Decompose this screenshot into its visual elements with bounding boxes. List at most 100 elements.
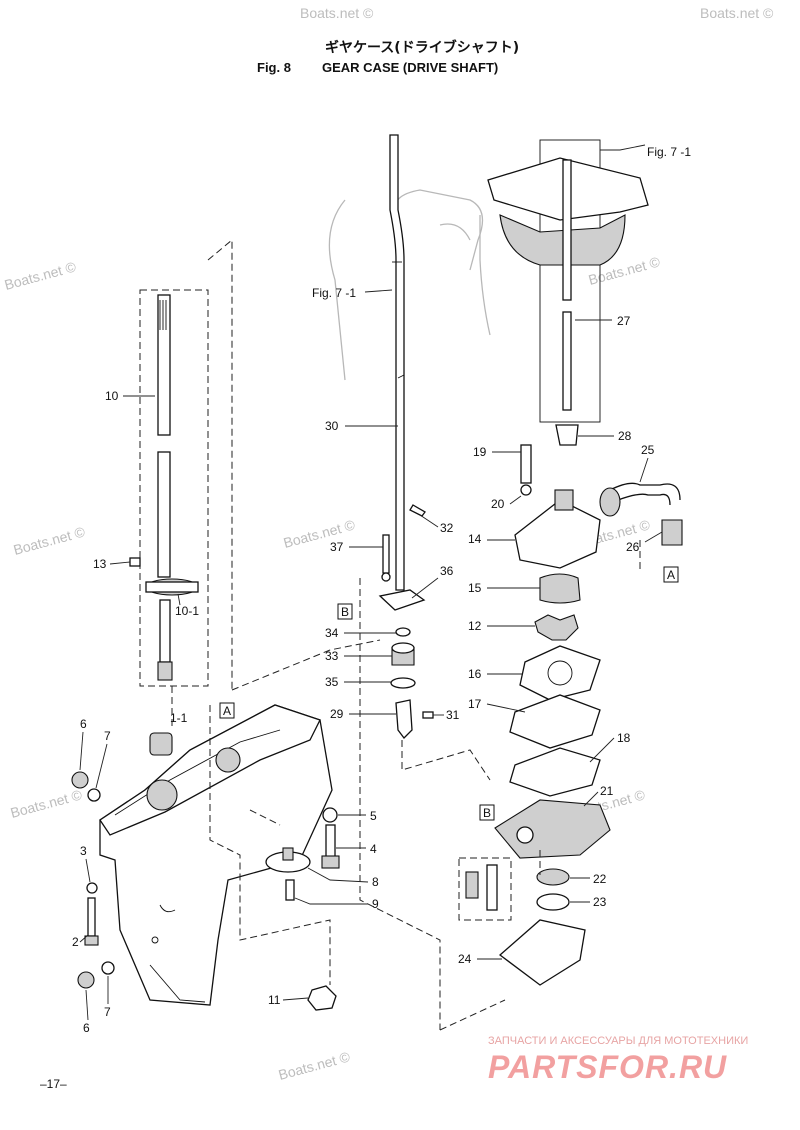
pin-31 xyxy=(422,711,434,719)
plate-36 xyxy=(378,589,426,611)
callout-b-right xyxy=(479,804,495,821)
pin-32 xyxy=(409,504,426,517)
part-label-34: 34 xyxy=(325,626,339,640)
assembly-dash-lines xyxy=(171,540,641,1031)
pump-outlet xyxy=(554,489,574,511)
shaft-spline xyxy=(157,661,173,681)
spline-part xyxy=(465,871,479,899)
part-label-4: 4 xyxy=(370,842,377,856)
page-number: –17– xyxy=(40,1077,67,1091)
part-label-11: 11 xyxy=(268,993,281,1007)
callout-b-left-text: B xyxy=(341,605,349,619)
seal-bushing xyxy=(149,732,173,756)
shift-rod-assembly xyxy=(359,134,491,1030)
gasket-16 xyxy=(519,645,601,701)
oring-34 xyxy=(395,627,411,637)
part-label-16: 16 xyxy=(468,667,482,681)
screw-37 xyxy=(382,534,390,574)
reference-fig-7-1-mid: Fig. 7 -1 xyxy=(312,286,356,300)
callout-a-right xyxy=(663,566,679,583)
washer-7a xyxy=(87,788,101,802)
gasket-18 xyxy=(509,747,601,797)
gasket-24 xyxy=(498,919,586,986)
part-label-36: 36 xyxy=(440,564,454,578)
shift-cam-29 xyxy=(395,699,413,739)
tube-lower xyxy=(562,311,572,411)
water-tube-assembly xyxy=(487,139,649,423)
center-fasteners xyxy=(265,807,340,901)
oring-35 xyxy=(390,677,416,689)
oring-23 xyxy=(536,893,570,911)
housing-bore-1 xyxy=(146,779,178,811)
callout-b-left xyxy=(337,603,353,620)
part-label-31: 31 xyxy=(446,708,460,722)
bearing-band xyxy=(145,581,199,593)
tube-upper xyxy=(562,159,572,301)
title-japanese: ギヤケース(ドライブシャフト) xyxy=(325,39,519,56)
brand-logo: PARTSFOR.RU xyxy=(488,1049,727,1085)
water-pump-assembly xyxy=(458,424,683,986)
watermark: Boats.net © xyxy=(700,5,774,21)
plate-8-boss xyxy=(282,847,294,861)
part-label-9: 9 xyxy=(372,897,379,911)
part-label-6b: 6 xyxy=(83,1021,90,1035)
bolt-4-head xyxy=(321,855,340,869)
title-english: GEAR CASE (DRIVE SHAFT) xyxy=(322,60,498,75)
grommet-28 xyxy=(555,424,579,446)
seal-22 xyxy=(536,868,570,886)
shaft-upper xyxy=(157,294,171,436)
watermark: Boats.net © xyxy=(282,516,358,551)
part-label-17: 17 xyxy=(468,697,482,711)
part-label-25: 25 xyxy=(641,443,655,457)
watermark: Boats.net © xyxy=(3,258,79,293)
housing-bore-2 xyxy=(215,747,241,773)
part-label-35: 35 xyxy=(325,675,339,689)
callout-a-left xyxy=(219,702,235,719)
nut-6a xyxy=(71,771,89,789)
part-label-32: 32 xyxy=(440,521,454,535)
part-label-12: 12 xyxy=(468,619,482,633)
part-label-23: 23 xyxy=(593,895,607,909)
bolt-19 xyxy=(520,444,532,484)
part-label-18: 18 xyxy=(617,731,631,745)
hose-clamp xyxy=(599,487,621,517)
bolt-2 xyxy=(87,897,96,937)
shift-rod-30 xyxy=(389,134,405,591)
part-label-10-1: 10-1 xyxy=(175,604,199,618)
part-label-13: 13 xyxy=(93,557,107,571)
key-pin xyxy=(129,557,141,567)
shaft-middle xyxy=(157,451,171,578)
gear-case-housing xyxy=(99,704,333,1006)
plate-17 xyxy=(509,694,601,749)
part-label-33: 33 xyxy=(325,649,339,663)
callout-b-right-text: B xyxy=(483,806,491,820)
callout-a-left-text: A xyxy=(223,704,231,718)
watermark: Boats.net © xyxy=(12,523,88,558)
part-label-20: 20 xyxy=(491,497,505,511)
pump-base-21 xyxy=(494,799,611,859)
washer-7b xyxy=(101,961,115,975)
callout-a-right-text: A xyxy=(667,568,675,582)
washer-5 xyxy=(322,807,338,823)
part-label-2: 2 xyxy=(72,935,79,949)
part-label-15: 15 xyxy=(468,581,482,595)
grommet-26 xyxy=(661,519,683,546)
zinc-anode-11 xyxy=(307,985,337,1011)
part-label-21: 21 xyxy=(600,784,614,798)
screw-9 xyxy=(285,879,295,901)
part-label-14: 14 xyxy=(468,532,482,546)
shaft-lower xyxy=(159,599,171,663)
part-label-1-1: 1-1 xyxy=(170,711,188,725)
drive-shaft-assembly xyxy=(129,238,233,690)
left-fasteners xyxy=(71,771,337,1011)
part-label-3: 3 xyxy=(80,844,87,858)
part-labels: 10 13 10-1 1-1 6 7 3 2 6 7 5 4 8 9 11 30… xyxy=(72,314,663,1035)
part-label-6a: 6 xyxy=(80,717,87,731)
part-label-29: 29 xyxy=(330,707,344,721)
part-label-7a: 7 xyxy=(104,729,111,743)
part-label-30: 30 xyxy=(325,419,339,433)
part-label-19: 19 xyxy=(473,445,487,459)
part-label-5: 5 xyxy=(370,809,377,823)
watermark: Boats.net © xyxy=(300,5,374,21)
